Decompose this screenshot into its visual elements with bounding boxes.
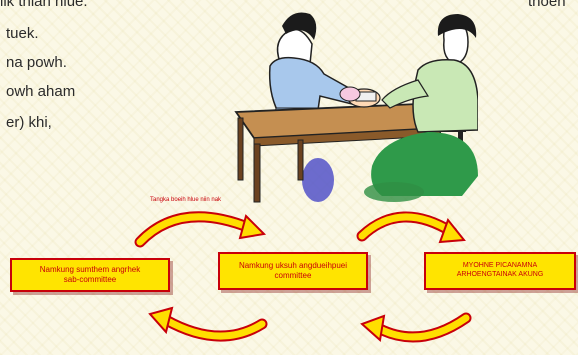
body-text-line-2: tuek. bbox=[6, 25, 39, 42]
arrow-box1-to-box2 bbox=[134, 211, 267, 248]
table bbox=[234, 103, 442, 203]
arrow-box3-to-box2 bbox=[360, 312, 472, 343]
flow-box-myohne-akung: MYOHNE PICANAMNA ARHOENGTAINAK AKUNG bbox=[424, 252, 576, 290]
body-text-line-1: lik thlan hlue. bbox=[0, 0, 88, 10]
flow-box-2-line1: Namkung uksuh angdueihpuei bbox=[238, 261, 348, 270]
flow-box-3-line1: MYOHNE PICANAMNA bbox=[462, 262, 538, 270]
flow-box-3-line2: ARHOENGTAINAK AKUNG bbox=[456, 271, 544, 278]
body-text-line-4: owh aham bbox=[6, 83, 76, 100]
flow-caption: Tangka boeih hlue niin nak bbox=[150, 197, 222, 203]
arrow-box2-to-box3 bbox=[356, 211, 466, 244]
flow-box-uksuh-committee: Namkung uksuh angdueihpuei committee bbox=[218, 252, 368, 290]
flow-box-2-line2: committee bbox=[274, 271, 312, 280]
person-right bbox=[364, 14, 478, 202]
flow-box-sumthem-sab-committee: Namkung sumthem angrhek sab-committee bbox=[10, 258, 170, 292]
flow-box-1-line2: sab-committee bbox=[63, 275, 117, 284]
body-text-line-5: er) khi, bbox=[6, 114, 52, 131]
body-text-line-right: thoen bbox=[528, 0, 566, 10]
flow-diagram bbox=[134, 211, 472, 343]
meeting-illustration bbox=[234, 12, 478, 203]
body-text-line-3: na powh. bbox=[6, 54, 67, 71]
flow-box-1-line1: Namkung sumthem angrhek bbox=[39, 265, 141, 274]
arrow-box2-to-box1 bbox=[148, 306, 268, 342]
hands-exchange bbox=[339, 86, 381, 108]
